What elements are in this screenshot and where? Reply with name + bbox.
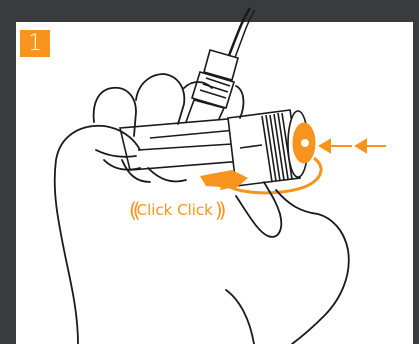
push-arrows bbox=[320, 140, 386, 152]
sound-parens-left: (( bbox=[129, 198, 137, 222]
tube bbox=[228, 8, 250, 58]
sound-parens-right: )) bbox=[215, 198, 223, 222]
click-click-annotation: ((Click Click)) bbox=[129, 198, 222, 222]
click-click-text: Click Click bbox=[137, 201, 213, 219]
orange-cap bbox=[293, 123, 315, 163]
step-number-badge: 1 bbox=[20, 30, 50, 57]
